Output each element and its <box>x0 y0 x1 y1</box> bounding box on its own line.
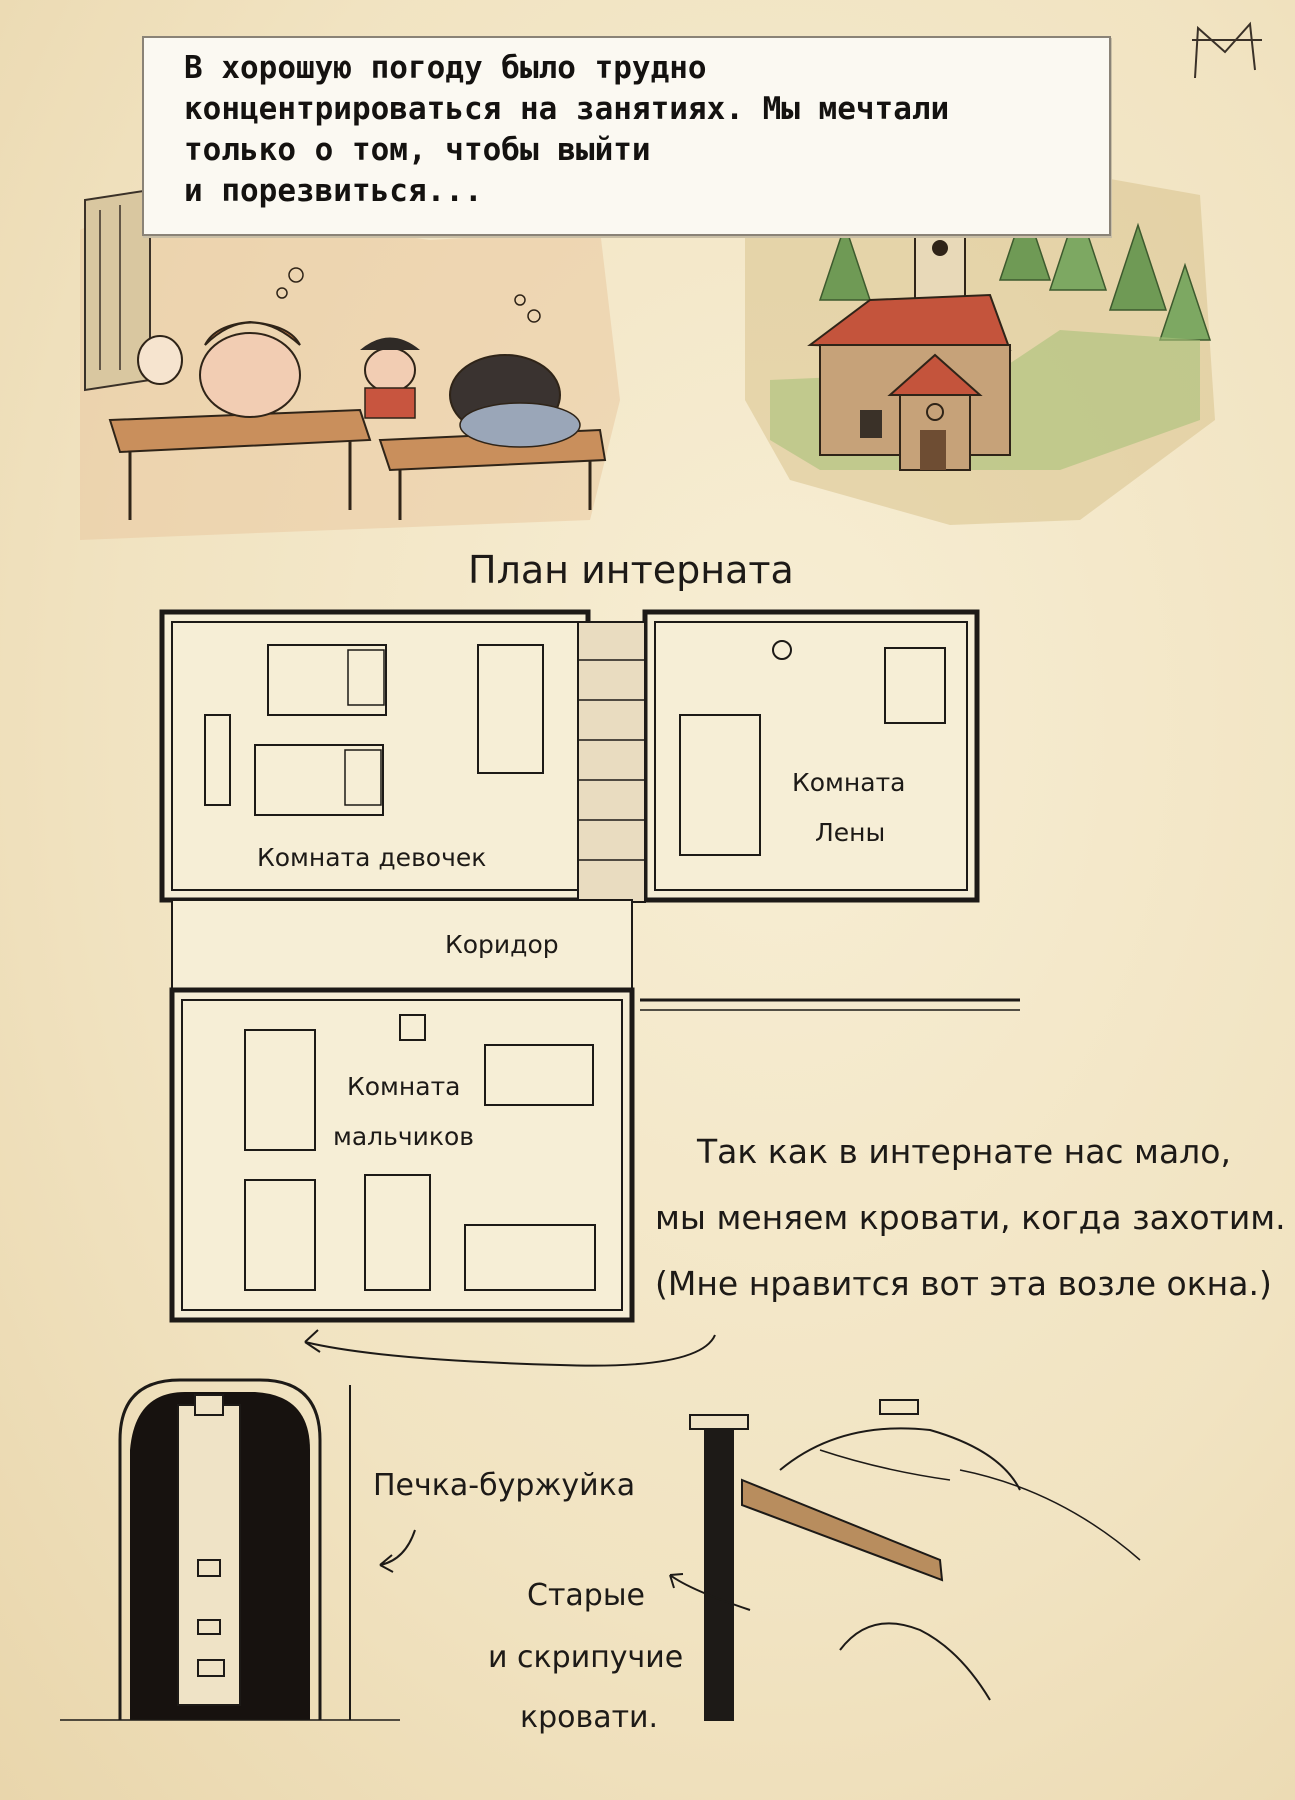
room-label-lena-line1: Комната <box>792 768 906 797</box>
caption-line: В хорошую погоду было трудно <box>184 50 707 86</box>
note-line: (Мне нравится вот эта возле окна.) <box>655 1264 1272 1303</box>
beds-label-line: кровати. <box>520 1700 659 1735</box>
room-label-lena-line2: Лены <box>815 818 886 847</box>
caption-line: и порезвиться... <box>184 173 483 209</box>
plan-title: План интерната <box>468 548 794 592</box>
beds-label-line: и скрипучие <box>488 1640 684 1675</box>
school-illustration <box>745 170 1215 525</box>
room-label-boys-line1: Комната <box>347 1072 461 1101</box>
room-label-boys-line2: мальчиков <box>333 1122 475 1151</box>
caption-line: только о том, чтобы выйти <box>184 132 651 168</box>
note-line: мы меняем кровати, когда захотим. <box>655 1198 1286 1237</box>
note-line: Так как в интернате нас мало, <box>697 1132 1231 1171</box>
stove-label: Печка-буржуйка <box>373 1468 636 1503</box>
floor-plan <box>159 609 1020 1367</box>
caption-line: концентрироваться на занятиях. Мы мечтал… <box>184 91 950 127</box>
classroom-illustration <box>80 188 620 540</box>
stove-illustration <box>60 1378 416 1721</box>
bed-illustration <box>669 1399 1141 1721</box>
beds-label-line: Старые <box>527 1578 645 1613</box>
artist-signature-icon <box>1192 21 1262 79</box>
caption-box: В хорошую погоду было трудно концентриро… <box>142 36 1111 236</box>
room-label-girls: Комната девочек <box>257 843 487 872</box>
room-label-corridor: Коридор <box>445 930 559 959</box>
